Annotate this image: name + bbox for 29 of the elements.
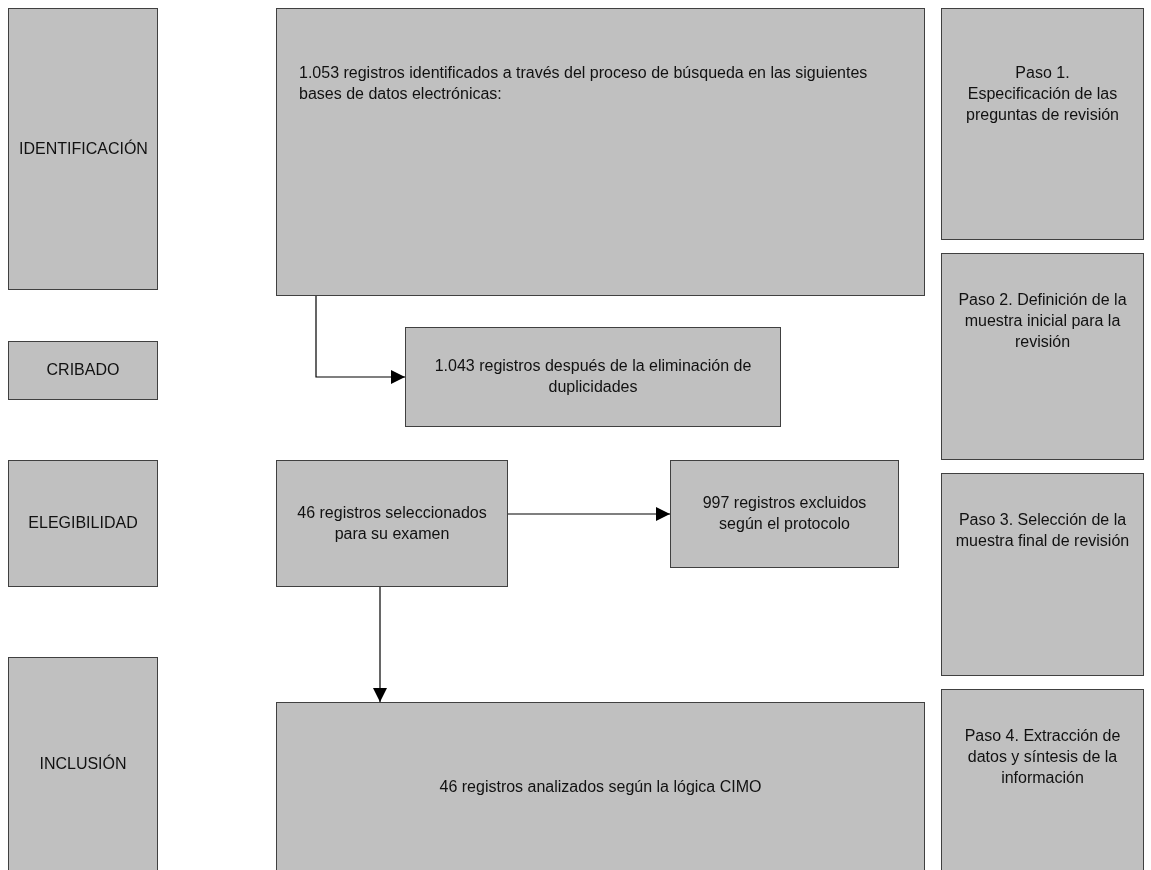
step-box: [941, 8, 1144, 240]
step-box: [941, 689, 1144, 870]
phase-box: [8, 341, 158, 400]
phase-box: [8, 460, 158, 587]
node-label: IDENTIFICACIÓN: [19, 138, 147, 159]
node-label: 46 registros analizados según la lógica CIMO: [438, 776, 763, 797]
node-label: 46 registros seleccionados para su examen: [296, 502, 488, 544]
phase-box: [8, 8, 158, 290]
arrow: [373, 586, 387, 703]
node-label: 1.043 registros después de la eliminación de duplicidades: [433, 356, 753, 397]
node-label: 1.053 registros identificados a través del proceso de búsqueda en las siguientes bases de datos electrónicas:: [299, 63, 869, 104]
process-box: [8, 657, 158, 870]
node-label: Paso 1. Especificación de las preguntas de revisión: [965, 63, 1120, 125]
arrow: [507, 507, 671, 521]
step-box: [941, 473, 1144, 676]
process-box: [670, 460, 899, 568]
node-label: INCLUSIÓN: [38, 754, 128, 775]
process-box: [405, 327, 781, 427]
node-label: CRIBADO: [45, 360, 121, 381]
process-box: [276, 8, 925, 296]
process-box: [276, 702, 925, 870]
arrow: [315, 295, 406, 384]
step-box: [941, 253, 1144, 460]
node-label: Paso 4. Extracción de datos y síntesis de la información: [963, 726, 1122, 788]
process-box: [276, 460, 508, 587]
node-label: Paso 2. Definición de la muestra inicial para la revisión: [957, 290, 1128, 352]
node-label: Paso 3. Selección de la muestra final de revisión: [954, 510, 1131, 551]
node-label: 997 registros excluidos según el protocolo: [701, 493, 868, 534]
node-label: ELEGIBILIDAD: [27, 513, 139, 534]
